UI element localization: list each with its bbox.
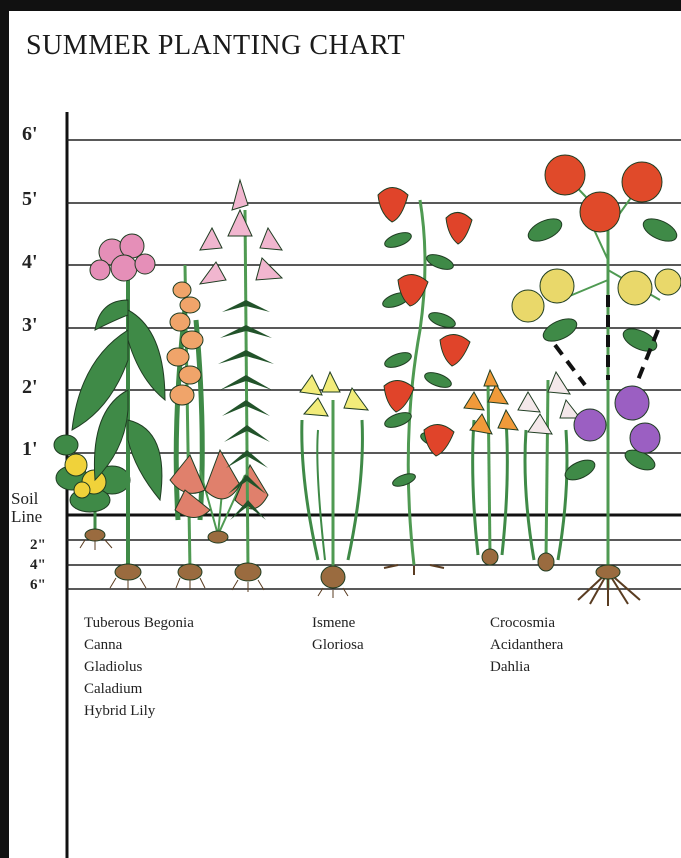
height-label-6ft: 6' [22, 124, 38, 144]
gloriosa [378, 188, 472, 576]
soil-line-label-word-1: Soil [11, 490, 42, 508]
depth-label-2in: 2" [30, 538, 46, 553]
plant-names-group-2: Ismene Gloriosa [312, 612, 364, 656]
page-title: SUMMER PLANTING CHART [26, 30, 405, 62]
height-label-4ft: 4' [22, 252, 38, 272]
soil-line-label: Soil Line [11, 490, 42, 526]
plant-name: Caladium [84, 678, 194, 700]
height-label-1ft: 1' [22, 439, 38, 459]
height-label-3ft: 3' [22, 315, 38, 335]
plant-illustrations [54, 155, 681, 606]
gladiolus [167, 265, 205, 590]
plant-names-group-1: Tuberous Begonia Canna Gladiolus Caladiu… [84, 612, 194, 722]
soil-line-label-word-2: Line [11, 508, 42, 526]
plant-name: Acidanthera [490, 634, 563, 656]
height-label-2ft: 2' [22, 377, 38, 397]
depth-grid [67, 540, 681, 589]
plant-name: Crocosmia [490, 612, 563, 634]
crocosmia [464, 370, 518, 565]
height-grid [67, 140, 681, 453]
plant-names-group-3: Crocosmia Acidanthera Dahlia [490, 612, 563, 678]
plant-name: Canna [84, 634, 194, 656]
ismene [300, 372, 368, 598]
depth-label-6in: 6" [30, 578, 46, 593]
plant-name: Tuberous Begonia [84, 612, 194, 634]
plant-name: Gladiolus [84, 656, 194, 678]
hybrid-lily [200, 180, 282, 592]
height-label-5ft: 5' [22, 189, 38, 209]
plant-name: Gloriosa [312, 634, 364, 656]
dahlia [512, 155, 681, 606]
plant-name: Ismene [312, 612, 364, 634]
caladium [170, 450, 268, 543]
depth-label-4in: 4" [30, 558, 46, 573]
plant-name: Dahlia [490, 656, 563, 678]
plant-name: Hybrid Lily [84, 700, 194, 722]
